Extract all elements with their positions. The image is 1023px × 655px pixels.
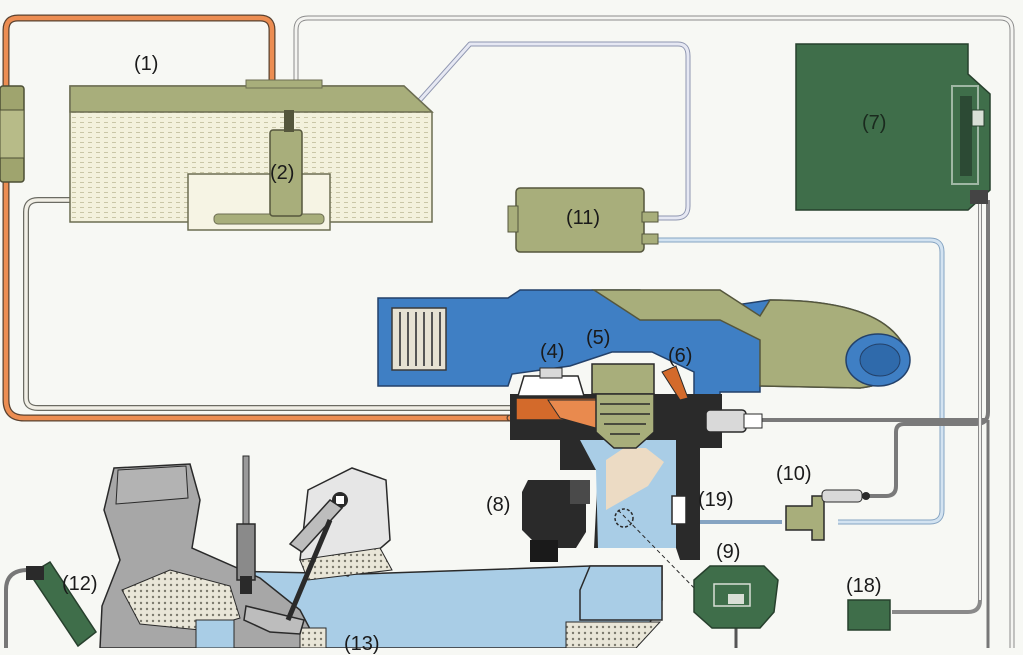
callout-13: (13) (344, 633, 380, 655)
callout-5: (5) (586, 327, 611, 349)
callout-10: (10) (776, 463, 812, 485)
sensor-19 (614, 495, 701, 595)
fuel-filter (0, 85, 25, 183)
module-18 (847, 599, 891, 631)
callout-2: (2) (270, 162, 295, 184)
callout-4: (4) (540, 341, 565, 363)
intake-valve (243, 499, 344, 635)
callout-7: (7) (862, 112, 887, 134)
callout-1: (1) (134, 53, 159, 75)
callout-19: (19) (698, 489, 734, 511)
injector-valve-body (591, 363, 655, 449)
sensor-10 (785, 489, 870, 541)
idle-actuator-connector (705, 409, 763, 433)
throttle-body (510, 394, 722, 560)
callout-6: (6) (668, 345, 693, 367)
engine-control-unit (795, 43, 991, 211)
callout-12: (12) (62, 573, 98, 595)
callout-9: (9) (716, 541, 741, 563)
sensor-12 (26, 560, 98, 648)
callout-8: (8) (486, 494, 511, 516)
pressure-regulator (516, 367, 586, 397)
sensor-8 (522, 480, 590, 562)
charcoal-canister (507, 187, 659, 253)
intake-manifold (377, 289, 911, 419)
sensor-9 (693, 565, 779, 629)
callout-18: (18) (846, 575, 882, 597)
spark-plug (236, 455, 256, 594)
fuel-return-line (23, 197, 510, 411)
fuel-pump (269, 110, 303, 217)
electrical-lines (4, 15, 1015, 648)
fuel-tank (69, 79, 434, 231)
throttle-lever (661, 365, 689, 401)
callout-11: (11) (566, 207, 601, 229)
